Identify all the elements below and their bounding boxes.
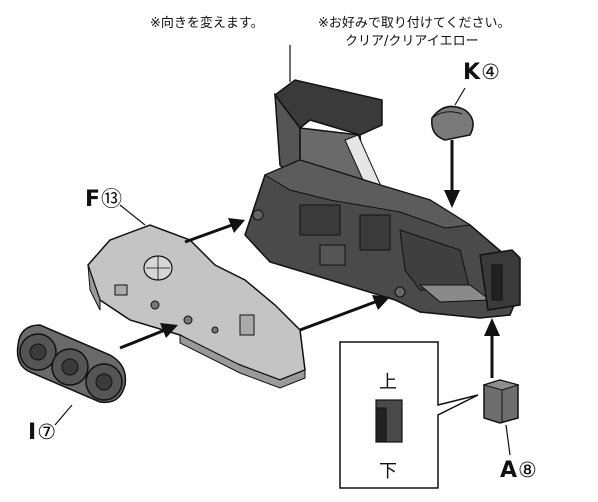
- optional-note-line1: ※お好みで取り付けてください。: [318, 16, 511, 31]
- label-part-f: F⑬: [85, 183, 123, 213]
- leader-lines: [54, 45, 511, 456]
- label-part-a: A⑧: [500, 458, 538, 483]
- part-k: [431, 105, 474, 141]
- label-part-k: K④: [463, 60, 501, 85]
- part-a: [482, 379, 520, 424]
- optional-note-line2: クリア/クリアイエロー: [345, 34, 479, 49]
- label-part-i: I⑦: [28, 420, 57, 445]
- assembly-arrows: [119, 140, 500, 378]
- part-f: [87, 224, 306, 389]
- label-part-f-number: ⑬: [101, 187, 124, 211]
- label-part-a-letter: A: [500, 458, 519, 483]
- label-part-k-number: ④: [481, 60, 501, 84]
- label-part-k-letter: K: [463, 60, 482, 85]
- orientation-note: ※向きを変えます。: [150, 16, 264, 31]
- label-part-i-letter: I: [28, 420, 38, 445]
- label-part-a-number: ⑧: [518, 458, 538, 482]
- part-i: [16, 324, 127, 404]
- orientation-inset: [339, 341, 479, 489]
- main-assembly: [244, 79, 521, 319]
- inset-top-label: 上: [379, 372, 397, 393]
- label-part-i-number: ⑦: [37, 420, 58, 444]
- label-part-f-letter: F: [85, 187, 102, 212]
- inset-bottom-label: 下: [379, 461, 397, 482]
